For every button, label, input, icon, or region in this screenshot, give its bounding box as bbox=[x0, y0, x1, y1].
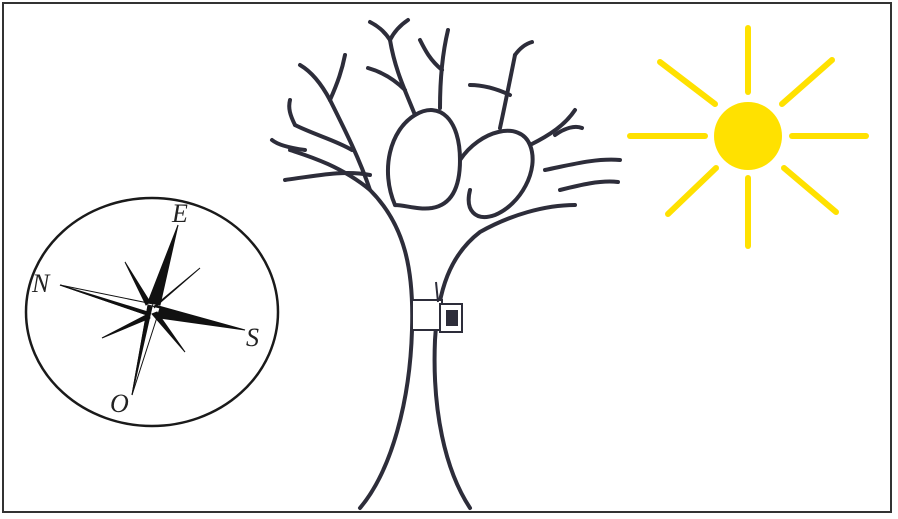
compass-label-south: S bbox=[246, 323, 259, 352]
sun-icon bbox=[630, 28, 866, 246]
branch-left-2 bbox=[330, 55, 345, 100]
compass-icon: E N S O bbox=[26, 198, 278, 426]
star-point-east bbox=[148, 225, 178, 305]
sun-disc bbox=[714, 102, 782, 170]
branch-loop-top-6 bbox=[420, 40, 442, 70]
branch-loop-top-1 bbox=[390, 40, 415, 115]
sensor-device-icon bbox=[412, 282, 462, 332]
branch-left-6 bbox=[272, 140, 305, 150]
sun-ray-nw bbox=[660, 62, 715, 104]
branch-right-2 bbox=[515, 42, 532, 55]
sun-ray-sw bbox=[668, 168, 716, 214]
sun-ray-ne bbox=[782, 60, 832, 104]
tree-trunk-right bbox=[435, 205, 575, 508]
branch-right-6 bbox=[560, 182, 618, 190]
tree-icon bbox=[272, 20, 620, 508]
branch-left-1 bbox=[300, 65, 330, 100]
branch-right-3 bbox=[470, 85, 510, 95]
branch-loop-top-3 bbox=[390, 20, 408, 40]
branch-left-5 bbox=[289, 100, 295, 125]
compass-label-west: O bbox=[110, 389, 129, 418]
sensor-strap bbox=[412, 300, 442, 330]
branch-loop-left bbox=[388, 110, 460, 208]
compass-star bbox=[60, 225, 245, 395]
branch-loop-top-2 bbox=[370, 22, 390, 40]
sensor-screen bbox=[447, 311, 457, 325]
sun-ray-se bbox=[784, 168, 836, 212]
branch-right-5 bbox=[545, 160, 620, 170]
compass-label-east: E bbox=[171, 199, 188, 228]
branch-loop-right bbox=[460, 131, 533, 217]
compass-label-north: N bbox=[31, 269, 51, 298]
